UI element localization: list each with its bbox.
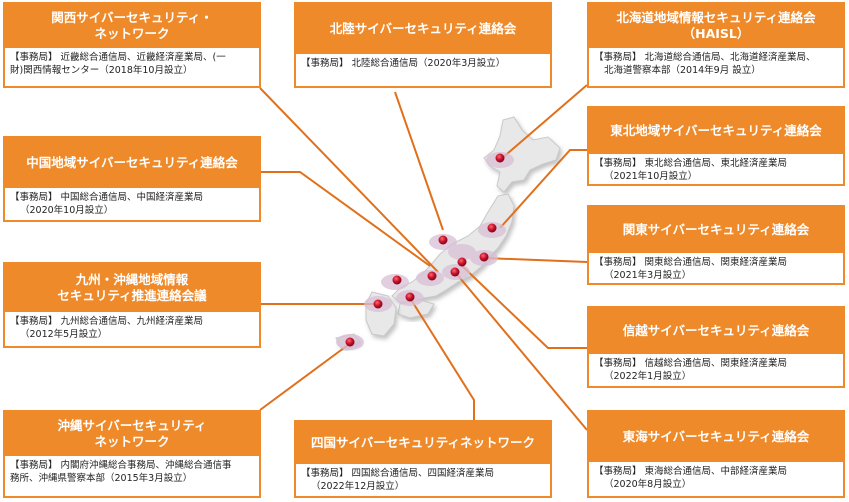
council-chugoku-title: 中国地域サイバーセキュリティ連絡会	[5, 138, 259, 188]
marker-shikoku	[405, 292, 415, 302]
council-tokai-title: 東海サイバーセキュリティ連絡会	[589, 412, 843, 462]
council-shikoku-secretariat: 【事務局】 四国総合通信局、四国経済産業局 （2022年12月設立）	[301, 468, 495, 492]
council-shinetsu: 信越サイバーセキュリティ連絡会 【事務局】 信越総合通信局、関東経済産業局 （2…	[587, 306, 845, 388]
line-kanto	[483, 257, 588, 263]
council-kanto-secretariat: 【事務局】 関東総合通信局、関東経済産業局 （2021年3月設立）	[594, 257, 788, 281]
council-kanto-title: 関東サイバーセキュリティ連絡会	[589, 207, 843, 253]
line-tohoku	[499, 149, 587, 229]
council-kanto: 関東サイバーセキュリティ連絡会 【事務局】 関東総合通信局、関東経済産業局 （2…	[587, 205, 845, 285]
council-tohoku: 東北地域サイバーセキュリティ連絡会 【事務局】 東北総合通信局、東北経済産業局 …	[587, 106, 845, 186]
council-kyushu: 九州・沖縄地域情報 セキュリティ推進連絡会議 【事務局】 九州総合通信局、九州経…	[3, 262, 261, 348]
council-shinetsu-title: 信越サイバーセキュリティ連絡会	[589, 308, 843, 354]
council-okinawa: 沖縄サイバーセキュリティ ネットワーク 【事務局】 内閣府沖縄総合事務局、沖縄総…	[3, 410, 261, 498]
line-kansai	[259, 87, 439, 273]
council-kansai-secretariat: 【事務局】 近畿総合通信局、近畿経済産業局、(一 財)関西情報センター（2018…	[10, 52, 226, 76]
marker-okinawa	[345, 337, 355, 347]
council-tokai: 東海サイバーセキュリティ連絡会 【事務局】 東海総合通信局、中部経済産業局 （2…	[587, 410, 845, 498]
council-hokuriku: 北陸サイバーセキュリティ連絡会 【事務局】 北陸総合通信局（2020年3月設立）	[294, 2, 552, 88]
hokkaido-land	[483, 116, 561, 193]
marker-dots	[345, 153, 505, 347]
line-okinawa	[259, 341, 353, 411]
council-hokkaido: 北海道地域情報セキュリティ連絡会 （HAISL） 【事務局】 北海道総合通信局、…	[587, 2, 845, 88]
council-chugoku: 中国地域サイバーセキュリティ連絡会 【事務局】 中国総合通信局、中国経済産業局 …	[3, 136, 261, 222]
council-hokuriku-title: 北陸サイバーセキュリティ連絡会	[296, 4, 550, 54]
council-shikoku-title: 四国サイバーセキュリティネットワーク	[296, 422, 550, 464]
marker-tohoku	[487, 223, 497, 233]
council-kyushu-title: 九州・沖縄地域情報 セキュリティ推進連絡会議	[5, 264, 259, 312]
council-kansai-title: 関西サイバーセキュリティ・ ネットワーク	[5, 4, 259, 48]
council-okinawa-secretariat: 【事務局】 内閣府沖縄総合事務局、沖縄総合通信事 務所、沖縄県警察本部（2015…	[10, 460, 232, 484]
council-shikoku: 四国サイバーセキュリティネットワーク 【事務局】 四国総合通信局、四国経済産業局…	[294, 420, 552, 498]
marker-hokkaido	[495, 153, 505, 163]
line-hokuriku	[394, 91, 444, 231]
council-hokuriku-secretariat: 【事務局】 北陸総合通信局（2020年3月設立）	[301, 58, 506, 69]
marker-kanto	[479, 252, 489, 262]
marker-hokuriku	[438, 235, 448, 245]
marker-kyushu	[373, 299, 383, 309]
marker-kansai	[427, 271, 437, 281]
council-shinetsu-secretariat: 【事務局】 信越総合通信局、関東経済産業局 （2022年1月設立）	[594, 358, 788, 382]
connector-lines	[259, 84, 588, 431]
line-tokai	[454, 271, 588, 431]
council-tokai-secretariat: 【事務局】 東海総合通信局、中部経済産業局 （2020年8月設立）	[594, 466, 788, 490]
council-okinawa-title: 沖縄サイバーセキュリティ ネットワーク	[5, 412, 259, 456]
line-shikoku	[409, 297, 475, 420]
marker-shinetsu	[457, 257, 467, 267]
line-hokkaido	[499, 84, 588, 161]
marker-chugoku	[392, 275, 402, 285]
line-chugoku	[260, 171, 431, 267]
council-hokkaido-secretariat: 【事務局】 北海道総合通信局、北海道経済産業局、 北海道警察本部（2014年9月…	[594, 52, 816, 76]
council-hokkaido-title: 北海道地域情報セキュリティ連絡会 （HAISL）	[589, 4, 843, 48]
marker-tokai	[450, 267, 460, 277]
line-shinetsu	[457, 261, 587, 349]
council-chugoku-secretariat: 【事務局】 中国総合通信局、中国経済産業局 （2020年10月設立）	[10, 192, 204, 216]
council-kansai: 関西サイバーセキュリティ・ ネットワーク 【事務局】 近畿総合通信局、近畿経済産…	[3, 2, 261, 88]
council-kyushu-secretariat: 【事務局】 九州総合通信局、九州経済産業局 （2012年5月設立）	[10, 316, 204, 340]
council-tohoku-secretariat: 【事務局】 東北総合通信局、東北経済産業局 （2021年10月設立）	[594, 158, 788, 182]
council-tohoku-title: 東北地域サイバーセキュリティ連絡会	[589, 108, 843, 154]
